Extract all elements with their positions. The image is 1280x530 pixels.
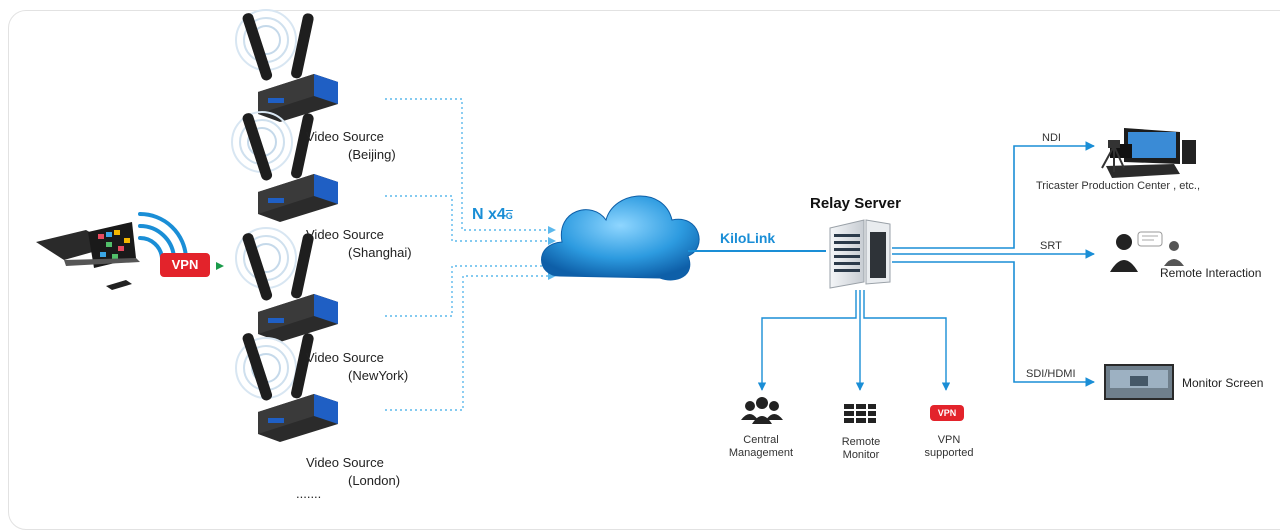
source-links [385,98,548,411]
monitor-screen-icon [1104,364,1174,400]
relay-server-icon [829,219,891,289]
phone-icon [106,280,132,290]
source-name: Video Source [306,455,384,470]
remote-interaction-caption: Remote Interaction [1160,266,1262,280]
monitor-screen-caption: Monitor Screen [1182,376,1264,390]
remote-interaction-icon [1110,231,1184,272]
caption-line: Remote [841,436,881,448]
network-label-suffix: G [505,211,513,221]
topology-diagram [36,9,1196,442]
output-links [892,141,1095,387]
vpn-arrow [216,262,224,270]
vpn-badge: VPN [160,253,210,277]
video-source-device [235,9,338,122]
caption-line: VPN [937,434,961,446]
caption-line: Management [728,447,794,459]
cloud-icon [541,195,700,281]
caption-line: supported [924,447,974,459]
kilolink-label: KiloLink [720,230,776,246]
sdi-hdmi-label: SDI/HDMI [1026,368,1076,380]
source-city: (London) [348,473,401,488]
production-center-icon [1101,128,1196,178]
source-name: Video Source [306,227,384,242]
network-label: N x4G [472,206,513,224]
source-city: (Shanghai) [348,245,412,260]
central-management-caption: Central Management [716,434,806,460]
central-management-icon [741,397,783,424]
caption-line: Monitor [842,449,880,461]
source-city: (Beijing) [348,147,396,162]
ndi-label: NDI [1042,132,1061,144]
source-label-shanghai: Video Source (Shanghai) [306,226,412,262]
source-city: (NewYork) [348,368,409,383]
source-name: Video Source [306,129,384,144]
vpn-supported-badge: VPN [930,405,964,421]
caption-line: Central [743,434,779,446]
remote-monitor-caption: Remote Monitor [816,436,906,462]
network-label-text: N x4 [472,206,506,223]
source-name: Video Source [306,350,384,365]
source-label-london: Video Source (London) [306,454,400,490]
source-label-newyork: Video Source (NewYork) [306,349,408,385]
relay-server-title: Relay Server [810,195,901,212]
laptop-icon [36,222,140,268]
more-sources-ellipsis: ....... [296,486,322,501]
vpn-supported-caption: VPN supported [904,434,994,460]
feature-links [757,290,951,391]
source-label-beijing: Video Source (Beijing) [306,128,396,164]
production-center-caption: Tricaster Production Center , etc., [1036,180,1201,192]
wifi-signal-icon [138,211,188,260]
srt-label: SRT [1040,240,1062,252]
remote-monitor-icon [844,404,876,423]
